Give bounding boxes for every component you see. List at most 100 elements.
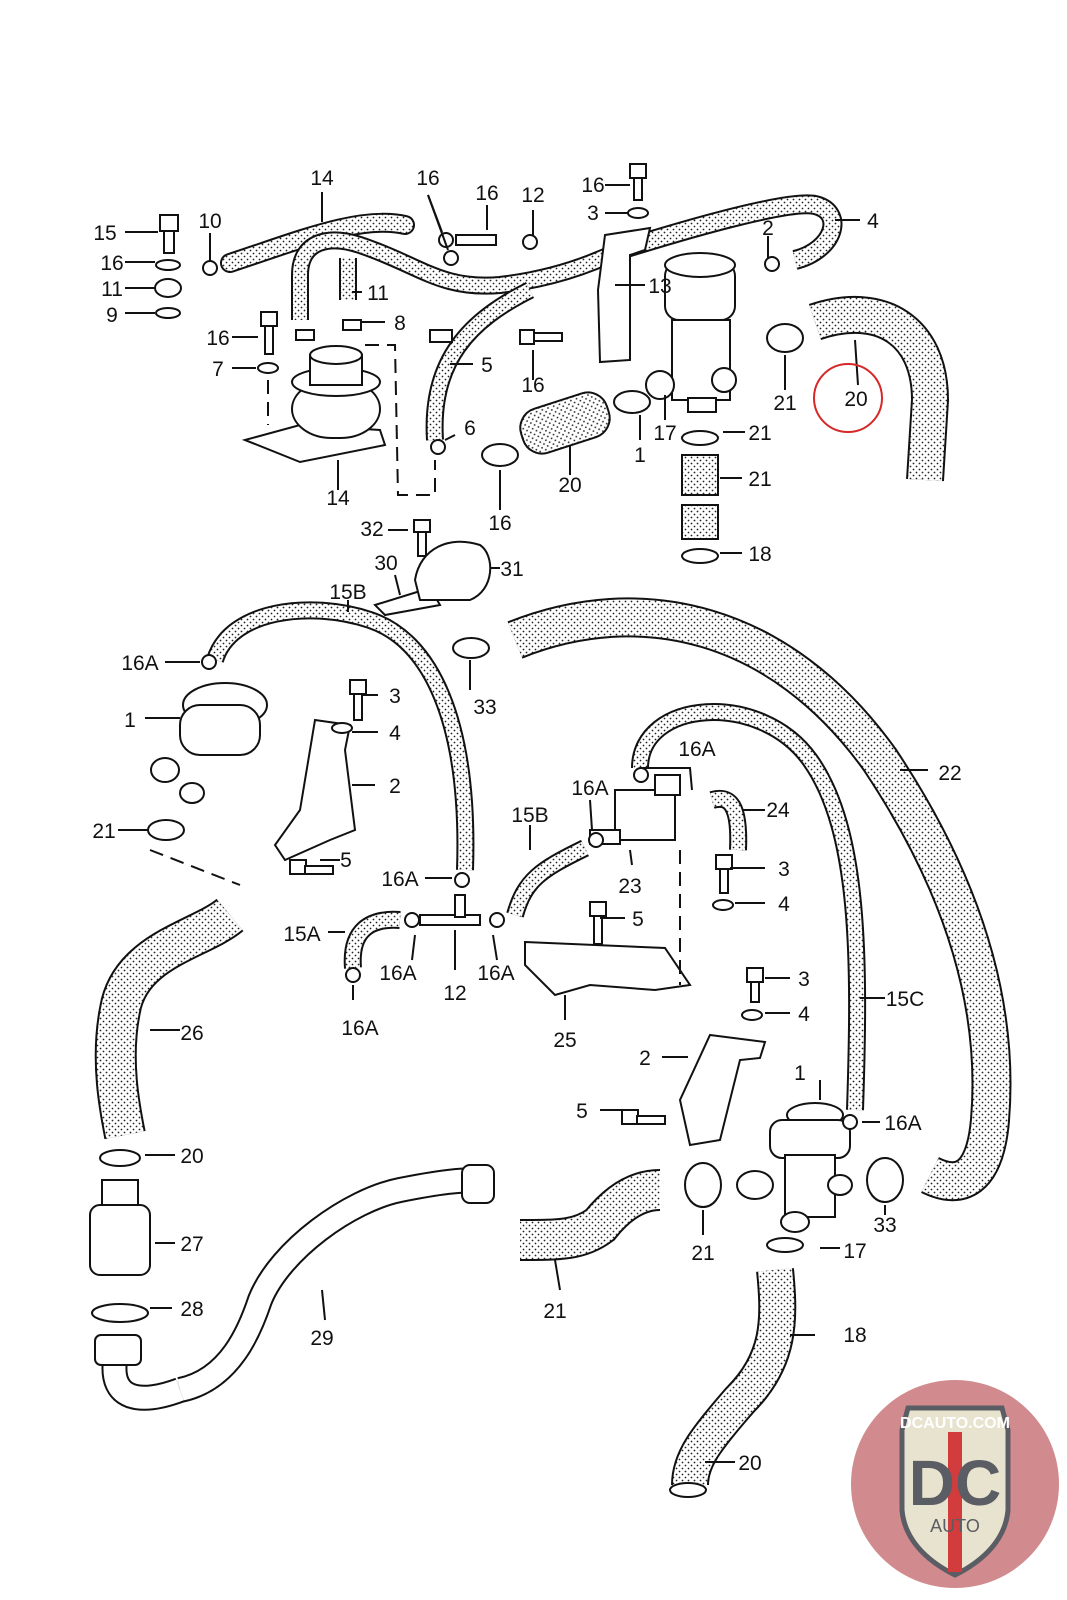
callout-label: 20	[844, 388, 867, 411]
pressure-regulator-top	[645, 252, 737, 413]
hose-17-bottom	[519, 1169, 662, 1261]
hose-19	[808, 295, 950, 482]
callout-label: 21	[773, 392, 796, 415]
bracket-25	[524, 940, 692, 997]
callout-label: 7	[212, 358, 224, 381]
pipe-29	[101, 1164, 495, 1411]
callout-label: 22	[938, 762, 961, 785]
callout-label: 16	[416, 167, 439, 190]
callout-label: 16A	[379, 962, 416, 985]
callout-label: 16A	[571, 777, 608, 800]
hose-14-lower	[425, 281, 535, 441]
hose-24	[709, 789, 748, 851]
callout-label: 6	[464, 417, 476, 440]
callout-label: 28	[180, 1298, 203, 1321]
callout-label: 20	[180, 1145, 203, 1168]
callout-label: 14	[310, 167, 334, 190]
callout-label: 16	[488, 512, 511, 535]
callout-label: 15	[93, 222, 116, 245]
callout-label: 32	[360, 518, 383, 541]
bracket-2-top	[596, 226, 652, 364]
callout-label: 5	[576, 1100, 588, 1123]
callout-label: 17	[843, 1240, 866, 1263]
callout-label: 21	[691, 1242, 714, 1265]
fasteners-top	[154, 163, 804, 564]
leader-lines	[118, 184, 928, 1463]
callout-label: 16A	[341, 1017, 378, 1040]
callout-label: 5	[632, 908, 644, 931]
hose-18-top	[681, 454, 719, 540]
t-piece-12	[419, 894, 481, 926]
callout-label: 2	[762, 217, 774, 240]
callout-label: 11	[367, 282, 389, 305]
callout-label: 24	[766, 799, 790, 822]
highlight-circle-19	[813, 363, 883, 433]
regulator-1-mid	[150, 682, 268, 804]
callout-label: 4	[867, 210, 879, 233]
logo-text-main: DC	[909, 1447, 1001, 1519]
logo-stripe	[948, 1432, 962, 1572]
callout-label: 4	[778, 893, 790, 916]
callout-label: 17	[653, 422, 676, 445]
regulator-1-bottom	[736, 1102, 853, 1233]
callout-label: 12	[443, 982, 466, 1005]
bracket-2-bottom	[678, 1033, 767, 1147]
callout-label: 20	[558, 474, 581, 497]
callout-label: 15B	[511, 804, 548, 827]
callout-label: 18	[748, 543, 771, 566]
hose-15B-mid	[506, 839, 589, 918]
callout-label: 27	[180, 1233, 203, 1256]
callout-label: 3	[389, 685, 401, 708]
callout-label: 21	[748, 468, 771, 491]
callout-label: 1	[794, 1062, 806, 1085]
callout-label: 16A	[477, 962, 514, 985]
hose-15C	[631, 703, 867, 1111]
callout-label: 10	[198, 210, 221, 233]
callout-label: 16	[521, 374, 544, 397]
callout-label: 5	[481, 354, 493, 377]
callout-label: 16	[100, 252, 123, 275]
callout-label: 1	[124, 709, 136, 732]
hose-13	[291, 231, 625, 320]
callout-label: 16A	[121, 652, 158, 675]
fasteners-mid	[147, 637, 734, 983]
callout-label: 33	[873, 1214, 896, 1237]
callout-label: 31	[500, 558, 523, 581]
callout-label: 29	[310, 1327, 333, 1350]
callout-label: 30	[374, 552, 397, 575]
callout-label: 13	[648, 275, 671, 298]
filter-27-28	[89, 1149, 151, 1366]
hose-26	[94, 898, 244, 1140]
callout-label: 3	[798, 968, 810, 991]
hose-15B-left	[206, 601, 475, 871]
bracket-2-mid	[273, 718, 357, 862]
callout-label: 16	[206, 327, 229, 350]
callout-label: 11	[101, 278, 123, 301]
callout-label: 4	[798, 1003, 810, 1026]
fuel-damper-6	[241, 345, 387, 464]
callout-label: 14	[326, 487, 350, 510]
logo-text-bottom: AUTO	[930, 1516, 980, 1536]
bracket-30-31	[373, 519, 492, 617]
hose-15A	[343, 910, 401, 969]
dcauto-logo: DCAUTO.COM DC AUTO	[851, 1380, 1059, 1588]
callout-label: 9	[106, 304, 118, 327]
callout-label: 21	[92, 820, 115, 843]
callout-label: 2	[389, 775, 401, 798]
callout-label: 25	[553, 1029, 576, 1052]
callout-label: 15C	[886, 988, 925, 1011]
callout-label: 20	[738, 1452, 761, 1475]
callout-label: 21	[543, 1300, 566, 1323]
logo-text-top: DCAUTO.COM	[900, 1415, 1010, 1432]
callout-label: 18	[843, 1324, 866, 1347]
callout-label: 3	[778, 858, 790, 881]
fasteners-bottom	[621, 967, 904, 1498]
hose-17-top	[519, 391, 611, 455]
callout-label: 15B	[329, 581, 366, 604]
callout-label: 4	[389, 722, 401, 745]
callout-label: 5	[340, 849, 352, 872]
callout-label: 23	[618, 875, 641, 898]
callout-label: 26	[180, 1022, 203, 1045]
